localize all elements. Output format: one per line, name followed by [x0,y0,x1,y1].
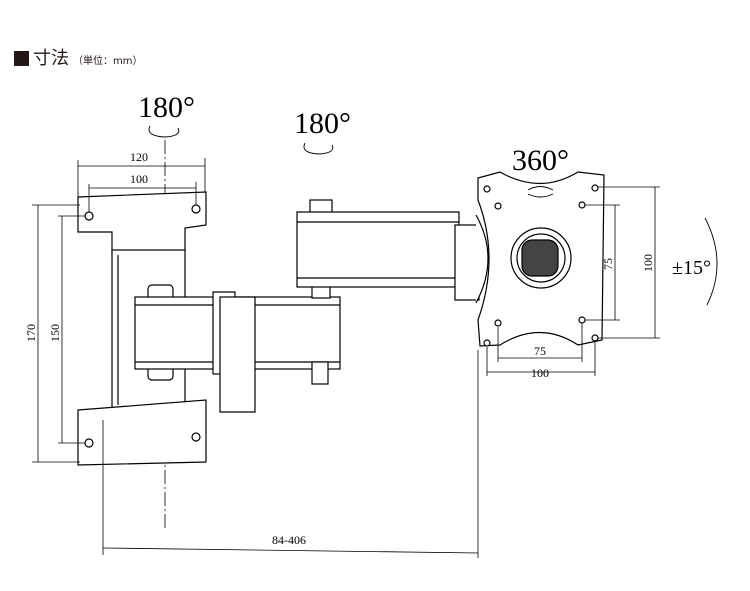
dim-wall-width-inner: 100 [130,172,148,186]
dim-wall-height-inner: 150 [48,324,62,342]
rotate-arrow-icon [303,142,334,155]
dim-vesa-horizontal-inner: 75 [534,344,546,358]
section-header: 寸法 （単位：mm） [14,44,142,70]
vesa-plate [477,171,605,347]
dim-vesa-horizontal-outer: 100 [531,366,549,380]
first-arm [134,284,341,413]
dim-wall-height-outer: 170 [24,324,38,342]
rotate-arrow-icon [148,125,180,138]
dim-extension: 84-406 [272,533,306,547]
unit-label: （単位：mm） [73,56,143,67]
second-arm [296,211,489,304]
rotate-arrow-icon [527,186,554,198]
arm-rotation-label: 180° [294,107,351,140]
wall-rotation-label: 180° [138,91,195,124]
wall-plate [77,191,207,466]
square-bullet-icon [14,51,29,66]
section-title: 寸法 [33,48,69,69]
plate-rotation-label: 360° [512,144,569,177]
dim-wall-width-outer: 120 [130,150,148,164]
tilt-arrow-icon [704,217,718,306]
dim-vesa-vertical-inner: 75 [601,258,615,270]
tilt-label: ±15° [672,257,711,279]
dimension-lines [32,158,660,558]
dim-vesa-vertical-outer: 100 [641,254,655,272]
